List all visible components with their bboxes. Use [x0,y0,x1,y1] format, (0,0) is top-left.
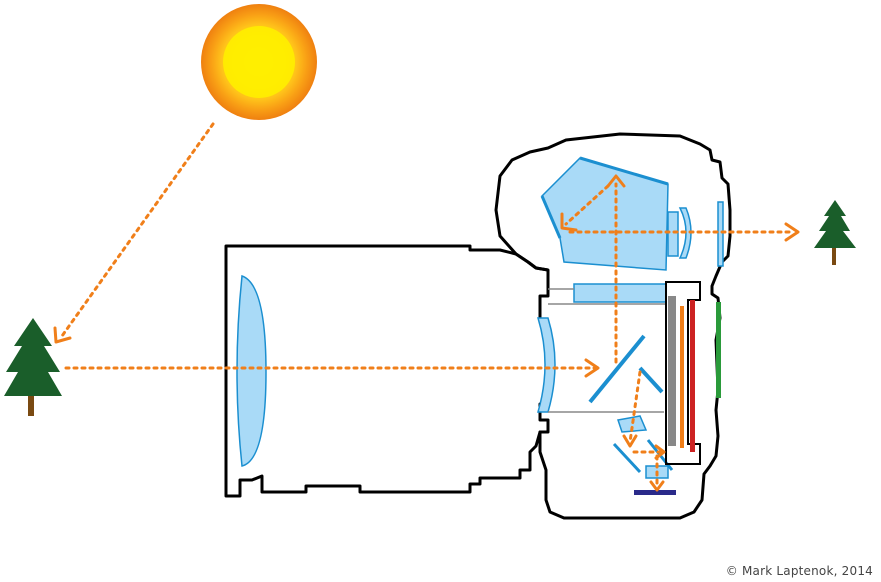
main-mirror [588,334,646,404]
sunlight-ray [60,122,215,338]
light-rays [60,122,796,488]
secondary-mirror [638,366,664,394]
copyright-notice: © Mark Laptenok, 2014 [725,564,873,578]
prism-ray [564,184,610,226]
lens-barrel-outline [224,244,550,498]
eyepiece-lenses [667,201,724,267]
subject-tree-icon [4,318,62,416]
focusing-screen [548,283,667,305]
pentaprism [540,156,669,271]
af-ray [628,370,642,444]
front-lens-element [236,274,267,467]
ray-arrowheads [53,174,800,492]
viewfinder-tree-icon [814,200,856,265]
rear-lens-element [536,317,556,413]
shutter-sensor-stack [665,281,721,465]
sun-icon [201,4,317,120]
autofocus-module [612,415,676,495]
